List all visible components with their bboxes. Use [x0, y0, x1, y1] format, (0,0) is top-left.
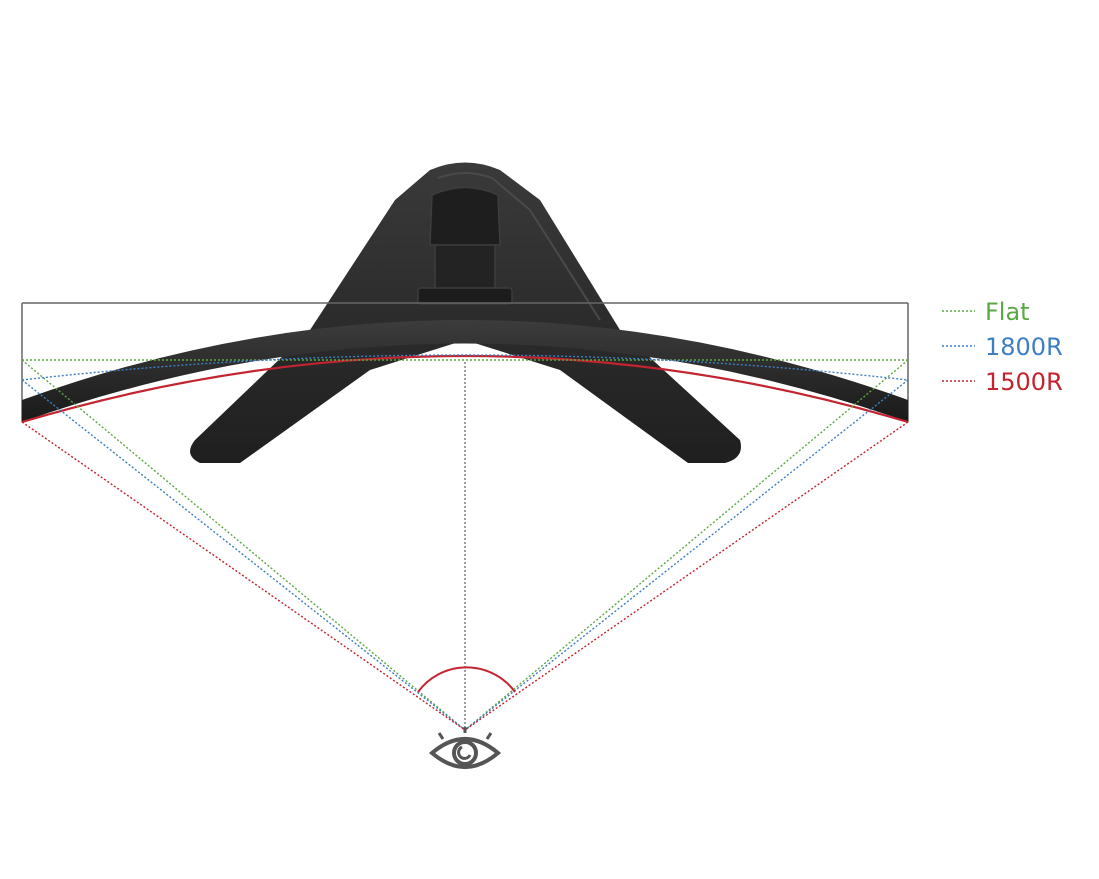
legend-item-1500r: 1500R — [942, 368, 1063, 396]
stand-base — [190, 162, 741, 463]
legend-label-1500r: 1500R — [985, 368, 1063, 396]
stand-mount — [417, 287, 513, 305]
viewing-angle-arc — [417, 666, 516, 693]
legend-item-flat: Flat — [942, 298, 1030, 326]
stand-ridge — [437, 172, 601, 321]
legend-label-1800r: 1800R — [985, 333, 1063, 361]
flat-lines — [21, 359, 909, 731]
stand-neck — [429, 186, 501, 246]
legend-item-1800r: 1800R — [942, 333, 1063, 361]
r1500-lines — [21, 421, 909, 731]
eye-icon — [428, 727, 502, 769]
legend: Flat 1800R 1500R — [942, 298, 1063, 396]
panel-edge-1500r — [21, 354, 909, 424]
curved-monitor-panel — [21, 320, 909, 424]
r1800-lines — [21, 354, 909, 731]
legend-label-flat: Flat — [985, 298, 1030, 326]
monitor-stand — [190, 162, 741, 463]
stand-hinge — [434, 244, 496, 291]
